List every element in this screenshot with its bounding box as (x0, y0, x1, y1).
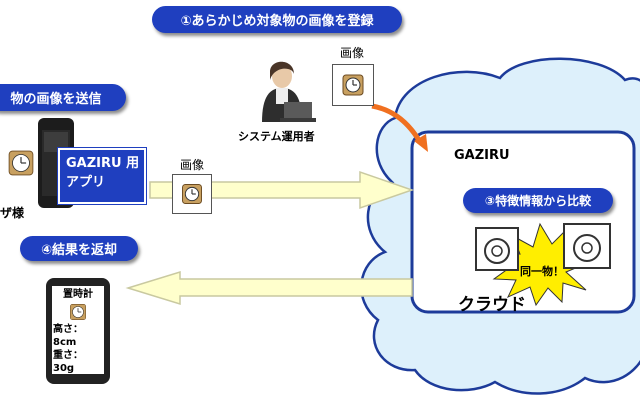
image-label-top: 画像 (340, 46, 365, 60)
image-label-mid: 画像 (180, 158, 205, 172)
step-register-pill: ①あらかじめ対象物の画像を登録 (152, 6, 402, 33)
app-box: GAZIRU 用 アプリ (58, 148, 146, 204)
object-icon (475, 227, 519, 271)
smartphone-icon (38, 118, 74, 208)
result-weight: 重さ：30g (53, 350, 83, 374)
result-clock (52, 301, 104, 323)
step-compare-pill: ③特徴情報から比較 (463, 188, 613, 213)
operator-label: システム運用者 (238, 130, 315, 143)
register-arrowhead (414, 134, 428, 152)
operator-person-icon (262, 61, 316, 122)
step-return-label: ④結果を返却 (40, 243, 117, 258)
object-icon (563, 223, 611, 269)
customer-clock (4, 146, 38, 180)
return-arrow (125, 270, 413, 306)
register-arrow (371, 103, 423, 144)
customer-label: ザ様 (0, 206, 25, 220)
clock-icon (342, 74, 364, 96)
stored-object-left (474, 226, 520, 272)
match-label: 同一物！ (520, 265, 564, 278)
stored-object-right (562, 222, 612, 270)
step-compare-label: ③特徴情報から比較 (484, 194, 592, 208)
app-label-line1: GAZIRU 用 (66, 156, 140, 171)
image-thumb-top (332, 64, 374, 106)
step-return-pill: ④結果を返却 (20, 236, 138, 261)
step-send-label: 物の画像を送信 (10, 92, 102, 107)
app-label-line2: アプリ (66, 175, 106, 190)
result-screen: 置時計 高さ：8cm 重さ：30g (52, 286, 104, 374)
clock-icon (182, 184, 202, 204)
cloud-title: GAZIRU (454, 148, 510, 163)
image-thumb-mid (172, 174, 212, 214)
step-register-label: ①あらかじめ対象物の画像を登録 (180, 14, 374, 29)
clock-icon (8, 150, 34, 176)
result-title: 置時計 (63, 289, 93, 300)
cloud-name: クラウド (458, 295, 526, 315)
clock-icon (70, 304, 86, 320)
result-height: 高さ：8cm (53, 324, 83, 348)
step-send-pill: 物の画像を送信 (0, 84, 126, 111)
